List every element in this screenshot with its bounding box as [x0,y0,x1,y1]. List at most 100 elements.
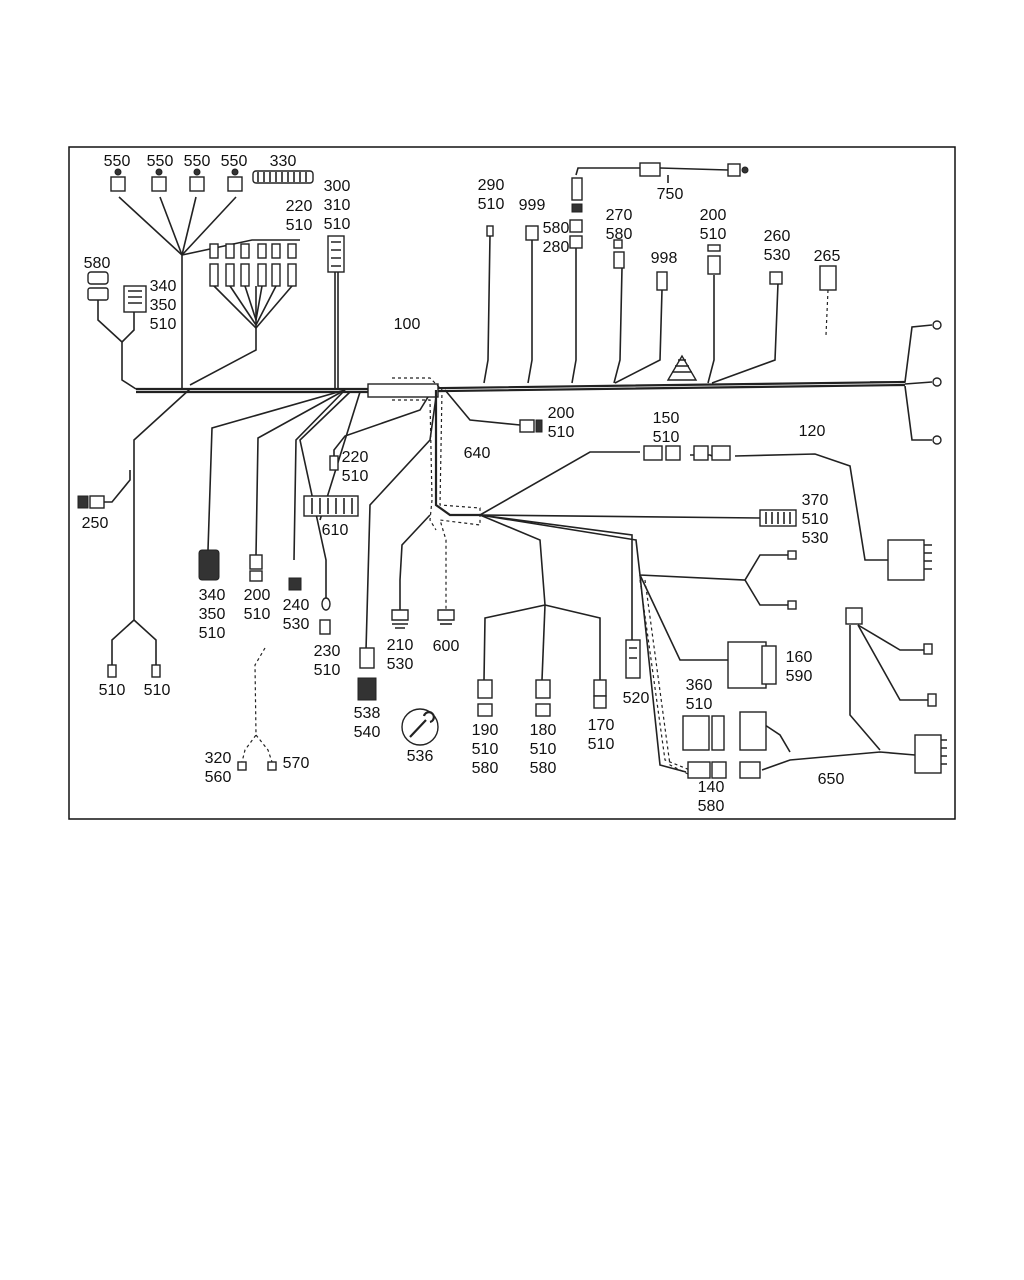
callout-c550b-line-1: 550 [147,153,174,170]
callout-c260-line-1: 260 [764,228,791,245]
callout-c170-line-2: 510 [588,736,615,753]
connector-190 [477,679,493,717]
callout-c520-line-1: 520 [623,690,650,707]
connector-150 [643,445,731,461]
connector-600 [437,609,455,625]
connector-550-group [110,168,243,192]
callout-c550d-line-1: 550 [221,153,248,170]
callout-c290-line-2: 510 [478,196,505,213]
callout-c330-line-1: 330 [270,153,297,170]
callout-c580b-line-1: 580 [543,220,570,237]
callout-c300-line-3: 510 [324,216,351,233]
connector-340-lower [198,549,220,581]
callout-c370-line-1: 370 [802,492,829,509]
connector-200-right [519,419,543,433]
connector-210 [391,609,409,629]
callout-c360-line-1: 360 [686,677,713,694]
callout-c140-line-1: 140 [698,779,725,796]
callout-c210-line-2: 530 [387,656,414,673]
callout-c998-line-1: 998 [651,250,678,267]
connector-300 [327,235,345,273]
callout-c510b-line-1: 510 [144,682,171,699]
callout-c370-line-2: 510 [802,511,829,528]
callout-c170-line-1: 170 [588,717,615,734]
callout-c270-line-1: 270 [606,207,633,224]
grommet-icon [666,354,698,381]
connector-160 [727,641,777,689]
callout-c230-line-1: 230 [314,643,341,660]
connector-170 [593,679,607,709]
fuse-block-610 [303,495,359,517]
callout-c180-line-1: 180 [530,722,557,739]
callout-c200a-line-1: 200 [700,207,727,224]
wrench-icon-536 [401,708,439,746]
callout-c240-line-2: 530 [283,616,310,633]
callout-c340b-line-3: 510 [199,625,226,642]
callout-c190-line-2: 510 [472,741,499,758]
callout-c360-line-2: 510 [686,696,713,713]
callout-labels: 550 550 550 550 330 300 310 510 220 510 580 340 350 5… [82,153,845,815]
callout-c300-line-1: 300 [324,178,351,195]
connector-240 [288,577,302,591]
callout-c640-line-1: 640 [464,445,491,462]
connector-370 [759,509,797,527]
callout-c650-line-1: 650 [818,771,845,788]
connectors-small-right [787,550,797,610]
callout-c220a-line-1: 220 [286,198,313,215]
connector-290-999-group [486,177,837,291]
connector-120 [887,539,932,581]
callout-c220b-line-1: 220 [342,449,369,466]
ring-terminals [932,320,942,445]
callout-c100-line-1: 100 [394,316,421,333]
callout-c270-line-2: 580 [606,226,633,243]
callout-c190-line-3: 580 [472,760,499,777]
connector-220-lower [329,455,339,471]
callout-c580b-line-2: 280 [543,239,570,256]
callout-c160-line-2: 590 [786,668,813,685]
callout-c536-line-1: 536 [407,748,434,765]
callout-c600-line-1: 600 [433,638,460,655]
callout-c538-line-1: 538 [354,705,381,722]
callout-c570-line-1: 570 [283,755,310,772]
callout-c250-line-1: 250 [82,515,109,532]
callout-c550a-line-1: 550 [104,153,131,170]
callout-c140-line-2: 580 [698,798,725,815]
callout-c200c-line-2: 510 [244,606,271,623]
connector-360 [682,711,767,751]
callout-c200a-line-2: 510 [700,226,727,243]
callout-c510a-line-1: 510 [99,682,126,699]
callout-c180-line-3: 580 [530,760,557,777]
callout-c370-line-3: 530 [802,530,829,547]
callout-c550c-line-1: 550 [184,153,211,170]
callout-c265-line-1: 265 [814,248,841,265]
callout-c610-line-1: 610 [322,522,349,539]
callout-c210-line-1: 210 [387,637,414,654]
callout-c340a-line-1: 340 [150,278,177,295]
callout-c290-line-1: 290 [478,177,505,194]
connector-220-row [209,243,297,287]
callout-c300-line-2: 310 [324,197,351,214]
callout-c200c-line-1: 200 [244,587,271,604]
callout-c320-line-1: 320 [205,750,232,767]
callout-c320-line-2: 560 [205,769,232,786]
fuse-strip-330 [252,170,314,184]
callout-c190-line-1: 190 [472,722,499,739]
callout-c160-line-1: 160 [786,649,813,666]
callout-c240-line-1: 240 [283,597,310,614]
relay-580-left [87,271,109,301]
callout-c180-line-2: 510 [530,741,557,758]
callout-c340a-line-2: 350 [150,297,177,314]
diagram-frame [68,146,956,820]
connector-750 [639,162,749,177]
connector-650-right [845,607,947,774]
callout-c340a-line-3: 510 [150,316,177,333]
callout-c230-line-2: 510 [314,662,341,679]
connector-340-top [123,285,147,313]
callout-c999-line-1: 999 [519,197,546,214]
callout-c750-line-1: 750 [657,186,684,203]
callout-c200b-line-1: 200 [548,405,575,422]
callout-c260-line-2: 530 [764,247,791,264]
connector-200-lower [249,554,263,582]
callout-c150-line-1: 150 [653,410,680,427]
